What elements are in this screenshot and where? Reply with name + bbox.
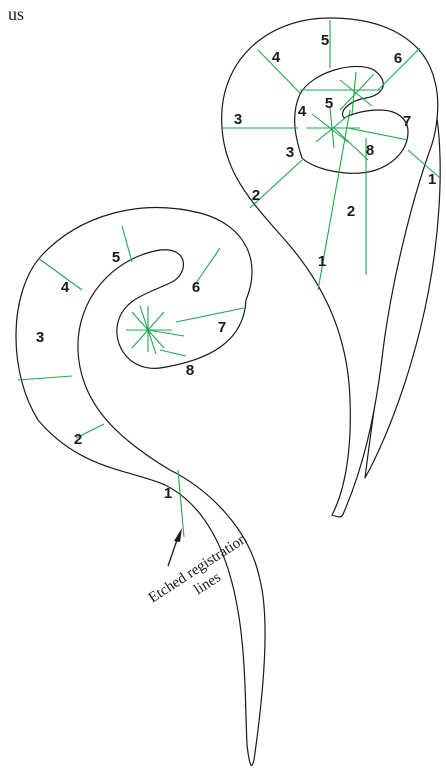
right-curve-spiral-hole xyxy=(294,65,409,174)
left-french-curve: 5 4 6 7 3 8 2 1 xyxy=(15,207,266,766)
left-label-1: 1 xyxy=(164,485,172,502)
right-label-4-outer: 4 xyxy=(272,49,281,66)
right-label-1-tail: 1 xyxy=(428,171,436,188)
right-label-3-outer: 3 xyxy=(234,111,242,128)
left-label-4: 4 xyxy=(61,279,70,296)
left-label-7: 7 xyxy=(218,319,226,336)
right-label-3-inner: 3 xyxy=(286,144,294,161)
left-label-8: 8 xyxy=(186,362,194,379)
annotation-arrowhead xyxy=(174,528,182,542)
right-french-curve: 5 4 6 5 4 3 3 7 8 1 2 2 1 xyxy=(221,17,441,518)
left-label-5: 5 xyxy=(112,249,120,266)
cropped-top-text: us xyxy=(8,4,24,24)
left-label-3: 3 xyxy=(36,329,44,346)
left-label-6: 6 xyxy=(192,279,200,296)
right-label-5-inner: 5 xyxy=(325,95,333,112)
right-label-2-inner: 2 xyxy=(347,203,355,220)
right-label-4-inner: 4 xyxy=(298,103,307,120)
annotation-arrow-shaft xyxy=(167,539,178,567)
left-label-2: 2 xyxy=(74,431,82,448)
left-curve-body xyxy=(15,207,266,766)
right-label-1: 1 xyxy=(318,253,326,270)
right-label-5-outer: 5 xyxy=(321,32,329,49)
right-label-2-outer: 2 xyxy=(252,187,260,204)
right-label-7: 7 xyxy=(403,113,411,130)
right-label-8: 8 xyxy=(366,142,374,159)
right-label-6: 6 xyxy=(394,50,402,67)
